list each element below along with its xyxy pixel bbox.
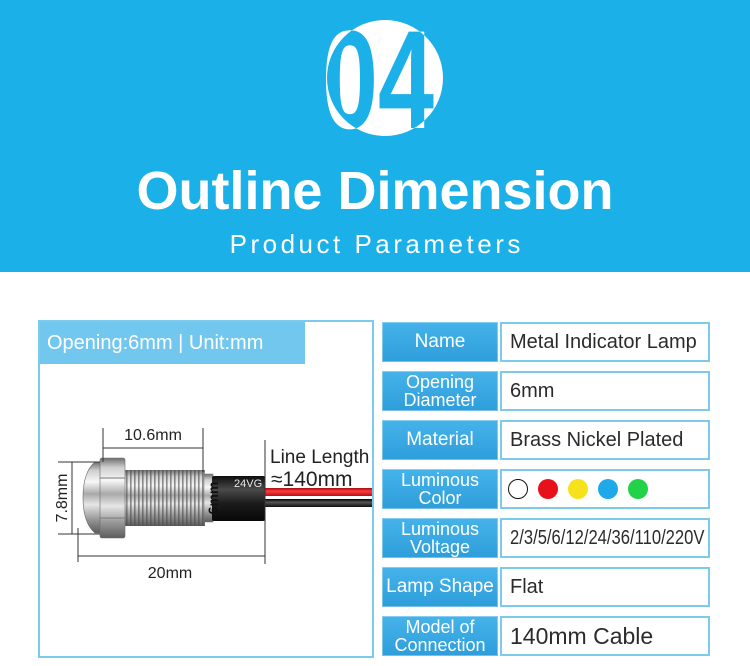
lamp-diagram: 24VG 10.6mm 7.8mm 6mm 20mm Line Length ≈… bbox=[54, 427, 372, 582]
lamp-hex-nut bbox=[99, 457, 126, 539]
section-number-badge: 04 04 bbox=[322, 1, 443, 150]
dim-label-6mm: 6mm bbox=[205, 482, 221, 515]
black-wire bbox=[264, 499, 372, 507]
header-banner: 04 04 Outline Dimension Product Paramete… bbox=[0, 0, 750, 272]
color-dot-white bbox=[508, 479, 528, 499]
spec-label-opening-diameter: Opening Diameter bbox=[382, 371, 498, 411]
spec-value-material: Brass Nickel Plated bbox=[500, 420, 710, 460]
spec-value-model-of-connection: 140mm Cable bbox=[500, 616, 710, 656]
page-subtitle: Product Parameters bbox=[229, 229, 524, 259]
spec-value-opening-diameter: 6mm bbox=[500, 371, 710, 411]
page-title: Outline Dimension bbox=[136, 161, 614, 221]
section-number: 04 bbox=[322, 1, 434, 150]
dimension-panel: Opening:6mm | Unit:mm bbox=[38, 320, 374, 658]
dim-label-20mm: 20mm bbox=[148, 565, 192, 582]
color-dot-yellow bbox=[568, 479, 588, 499]
lamp-thread-grooves bbox=[124, 470, 205, 526]
badge-circle bbox=[327, 20, 443, 136]
dimension-lines bbox=[58, 428, 266, 564]
spec-value-luminous-color bbox=[500, 469, 710, 509]
red-wire bbox=[264, 488, 372, 496]
spec-label-name: Name bbox=[382, 322, 498, 362]
spec-value-luminous-voltage: 2/3/5/6/12/24/36/110/220V bbox=[500, 518, 710, 558]
sleeve-marking: 24VG bbox=[234, 478, 262, 490]
color-dot-green bbox=[628, 479, 648, 499]
color-dot-red bbox=[538, 479, 558, 499]
spec-label-luminous-voltage: Luminous Voltage bbox=[382, 518, 498, 558]
line-length-label: Line Length bbox=[270, 447, 369, 468]
dim-label-10-6mm: 10.6mm bbox=[124, 427, 182, 444]
spec-value-lamp-shape: Flat bbox=[500, 567, 710, 607]
spec-label-luminous-color: Luminous Color bbox=[382, 469, 498, 509]
color-swatches bbox=[508, 471, 708, 507]
line-length-value: ≈140mm bbox=[271, 468, 353, 491]
voltage-list: 2/3/5/6/12/24/36/110/220V bbox=[510, 527, 705, 549]
dimension-header: Opening:6mm | Unit:mm bbox=[40, 322, 305, 364]
spec-label-material: Material bbox=[382, 420, 498, 460]
dim-label-7-8mm: 7.8mm bbox=[54, 474, 71, 523]
spec-label-lamp-shape: Lamp Shape bbox=[382, 567, 498, 607]
spec-value-name: Metal Indicator Lamp bbox=[500, 322, 710, 362]
lamp-sleeve bbox=[212, 476, 265, 521]
spec-label-model-of-connection: Model of Connection bbox=[382, 616, 498, 656]
lamp-dome-head bbox=[82, 461, 103, 534]
color-dot-blue bbox=[598, 479, 618, 499]
